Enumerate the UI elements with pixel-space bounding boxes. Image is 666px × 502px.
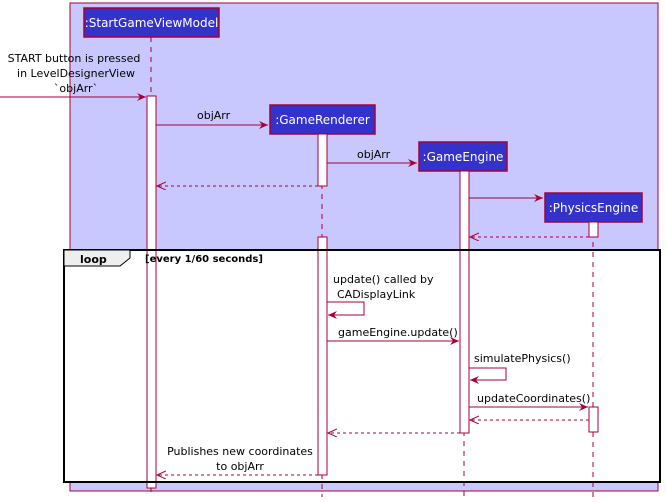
message-to-renderer-label: objArr	[197, 109, 231, 122]
message-update-line2: CADisplayLink	[337, 288, 416, 301]
activation-game-renderer-1	[317, 133, 328, 187]
activation-game-engine	[459, 170, 470, 434]
message-simulate-label: simulatePhysics()	[474, 352, 571, 365]
participant-label-game-engine: :GameEngine	[423, 150, 504, 164]
message-start-line1: START button is pressed	[8, 52, 141, 65]
participant-label-physics-engine: :PhysicsEngine	[549, 201, 639, 215]
participant-label-start-game-view-model: :StartGameViewModel	[85, 16, 219, 30]
participant-label-game-renderer: :GameRenderer	[275, 113, 370, 127]
activation-game-renderer-2	[317, 236, 328, 476]
message-start-line3: `objArr`	[54, 82, 98, 95]
loop-keyword: loop	[80, 253, 107, 266]
message-engine-update-label: gameEngine.update()	[338, 326, 458, 339]
activation-start-game-view-model	[146, 95, 157, 489]
message-update-coords-label: updateCoordinates()	[477, 392, 590, 405]
message-to-engine-label: objArr	[357, 148, 391, 161]
participant-game-engine: :GameEngine	[418, 141, 508, 172]
activation-physics-engine-1	[588, 221, 599, 238]
message-publish-line1: Publishes new coordinates	[167, 445, 313, 458]
loop-fragment-background	[64, 250, 660, 482]
activation-physics-engine-2	[588, 406, 599, 433]
self-arrow-simulate	[469, 367, 507, 384]
participant-start-game-view-model: :StartGameViewModel	[83, 7, 220, 38]
participant-physics-engine: :PhysicsEngine	[544, 192, 643, 223]
loop-fragment-frame	[63, 249, 661, 483]
loop-guard: [every 1/60 seconds]	[145, 254, 263, 265]
self-arrow-update	[327, 301, 365, 319]
participant-game-renderer: :GameRenderer	[269, 104, 376, 135]
message-publish-line2: to objArr	[216, 460, 264, 473]
loop-fragment-tab	[63, 249, 131, 267]
message-start-line2: in LevelDesignerView	[17, 67, 135, 80]
message-update-line1: update() called by	[333, 273, 434, 286]
